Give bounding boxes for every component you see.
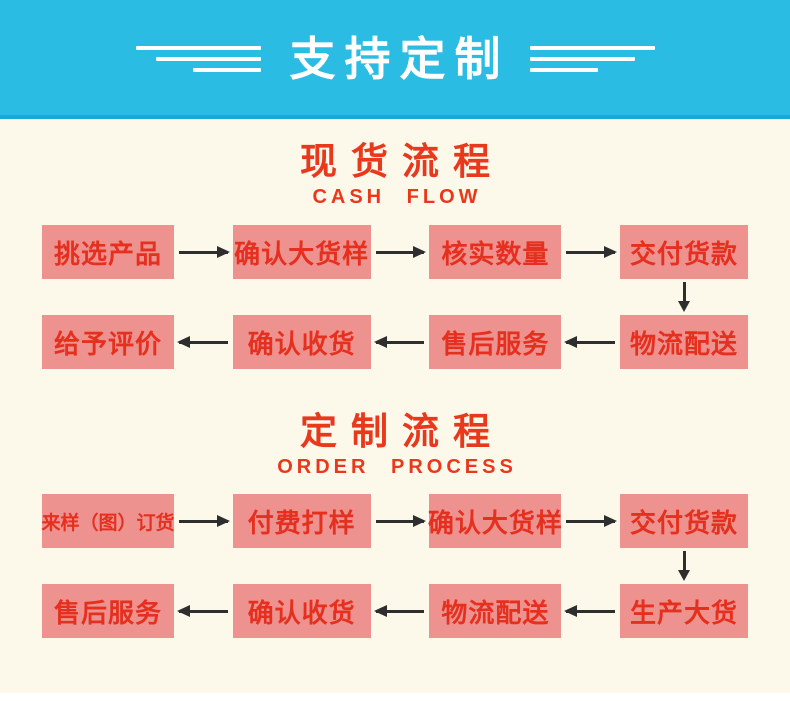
- flow-step: 确认收货: [232, 584, 371, 638]
- flow-step: 售后服务: [429, 315, 562, 369]
- row-connector: [0, 279, 790, 315]
- arrow-right-icon: [375, 250, 425, 254]
- row-connector: [0, 548, 790, 584]
- flow-content: 现货流程 CASH FLOW 挑选产品 确认大货样 核实数量 交付货款 给予评价…: [0, 119, 790, 693]
- flow-row-return: 给予评价 确认收货 售后服务 物流配送: [42, 315, 749, 369]
- section-title: 现货流程: [300, 141, 504, 182]
- arrow-left-icon: [375, 340, 425, 344]
- arrow-right-icon: [179, 519, 228, 523]
- flow-row-forward: 挑选产品 确认大货样 核实数量 交付货款: [42, 225, 749, 279]
- arrow-down-icon: [678, 282, 690, 312]
- banner-lines-right-icon: [529, 44, 655, 72]
- flow-step: 付费打样: [232, 494, 371, 548]
- arrow-left-icon: [566, 340, 616, 344]
- flow-step: 交付货款: [620, 225, 749, 279]
- flow-step: 挑选产品: [42, 225, 174, 279]
- arrow-down-icon: [678, 551, 690, 581]
- section-subtitle: CASH FLOW: [312, 186, 482, 208]
- flow-step: 生产大货: [620, 584, 749, 638]
- flow-row-forward: 来样（图）订货 付费打样 确认大货样 交付货款: [42, 494, 749, 548]
- arrow-left-icon: [566, 609, 616, 613]
- arrow-left-icon: [179, 609, 228, 613]
- flow-step: 确认大货样: [232, 225, 371, 279]
- arrow-left-icon: [375, 609, 425, 613]
- footer-strip: [0, 693, 790, 701]
- flow-step: 物流配送: [620, 315, 749, 369]
- banner-title: 支持定制: [289, 32, 510, 85]
- flow-step: 给予评价: [42, 315, 174, 369]
- banner: 支持定制: [0, 0, 790, 119]
- arrow-right-icon: [566, 250, 616, 254]
- flow-step: 交付货款: [620, 494, 749, 548]
- flow-row-return: 售后服务 确认收货 物流配送 生产大货: [42, 584, 749, 638]
- banner-lines-left-icon: [135, 44, 261, 72]
- section-title: 定制流程: [300, 411, 504, 452]
- arrow-right-icon: [566, 519, 616, 523]
- arrow-right-icon: [375, 519, 425, 523]
- section-subtitle: ORDER PROCESS: [277, 456, 517, 478]
- section-order-process: 定制流程 ORDER PROCESS 来样（图）订货 付费打样 确认大货样 交付…: [0, 369, 790, 638]
- flow-step: 来样（图）订货: [42, 494, 175, 548]
- flow-step: 售后服务: [42, 584, 174, 638]
- flow-step: 确认收货: [232, 315, 371, 369]
- section-cash-flow: 现货流程 CASH FLOW 挑选产品 确认大货样 核实数量 交付货款 给予评价…: [0, 119, 790, 369]
- flow-step: 物流配送: [429, 584, 562, 638]
- flow-step: 核实数量: [429, 225, 562, 279]
- arrow-right-icon: [179, 250, 228, 254]
- arrow-left-icon: [179, 340, 228, 344]
- flow-step: 确认大货样: [428, 494, 562, 548]
